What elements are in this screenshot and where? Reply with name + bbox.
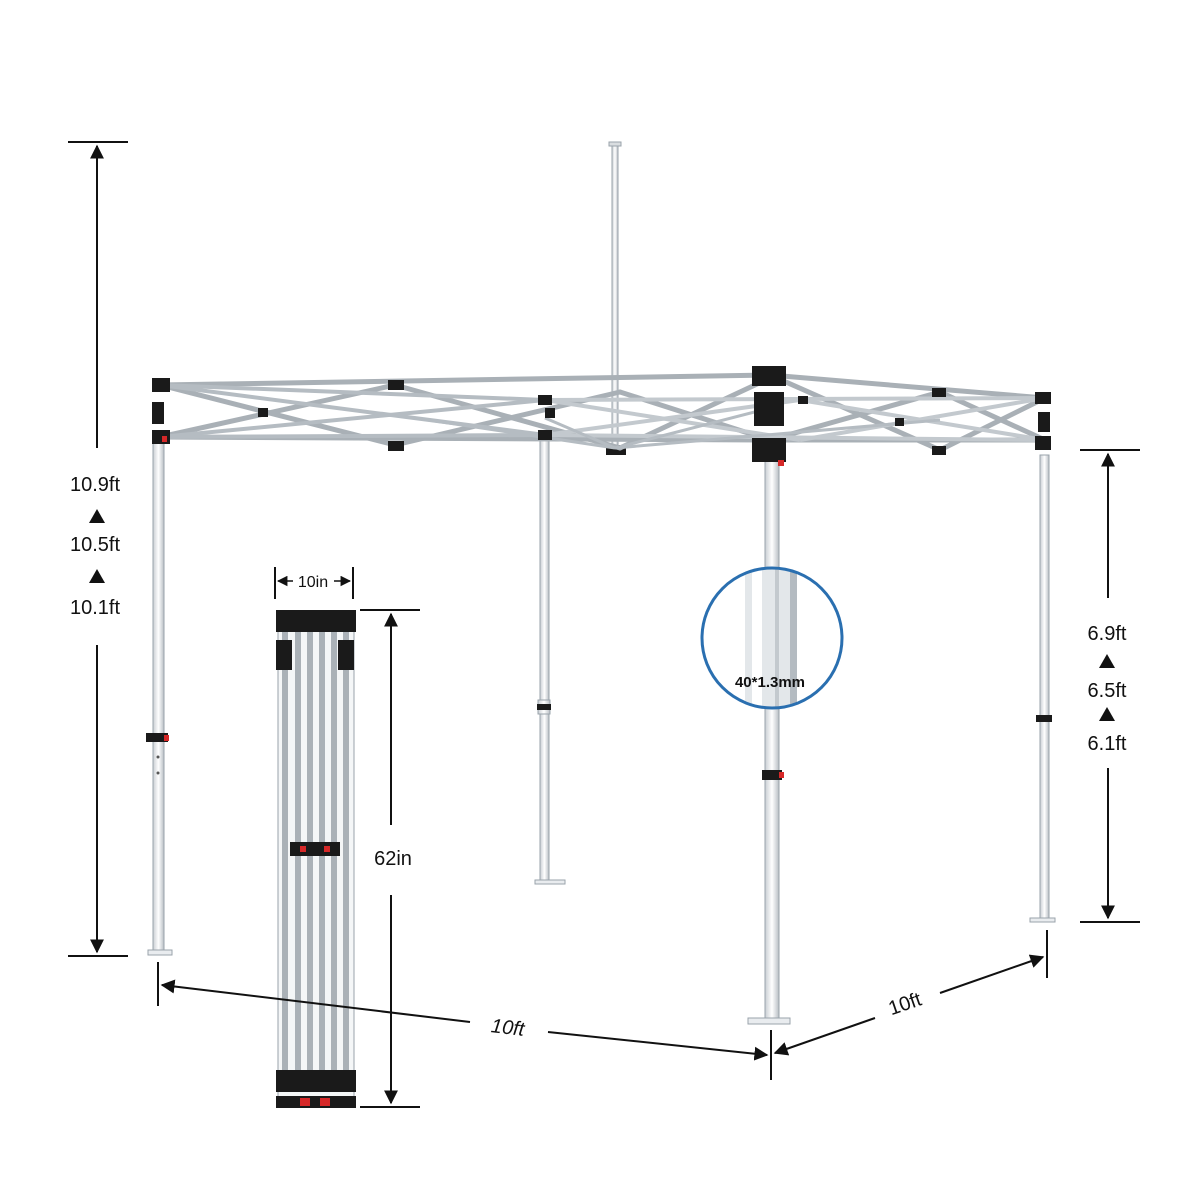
center-spokes bbox=[394, 406, 941, 450]
up-triangle-icon bbox=[89, 509, 105, 523]
up-triangle-icon bbox=[1099, 707, 1115, 721]
up-triangle-icon bbox=[89, 569, 105, 583]
footprint-width-dimension: 10ft bbox=[773, 930, 1048, 1056]
leg-back-right bbox=[1029, 454, 1056, 923]
truss-back bbox=[544, 396, 1046, 442]
leg-height-mid-label: 6.5ft bbox=[1088, 680, 1127, 702]
leg-spec-label: 40*1.3mm bbox=[735, 674, 805, 691]
footprint-length-dimension: 10ft bbox=[157, 962, 772, 1080]
leg-back-left bbox=[534, 439, 566, 885]
callout-ring bbox=[700, 566, 844, 710]
folded-width-label: 10in bbox=[298, 574, 328, 591]
folded-height-label: 62in bbox=[374, 848, 412, 870]
frame-connectors bbox=[152, 366, 1051, 466]
folded-frame bbox=[276, 610, 356, 1108]
footprint-length-label: 10ft bbox=[490, 1015, 527, 1041]
folded-width-dimension: 10in bbox=[274, 567, 354, 599]
overall-height-min-label: 10.1ft bbox=[70, 597, 120, 619]
overall-height-dimension: 10.9ft 10.5ft 10.1ft bbox=[68, 141, 128, 957]
overall-height-mid-label: 10.5ft bbox=[70, 534, 120, 556]
leg-height-dimension: 6.9ft 6.5ft 6.1ft bbox=[1080, 449, 1140, 923]
footprint-width-label: 10ft bbox=[886, 988, 925, 1020]
leg-front-left bbox=[146, 439, 173, 956]
leg-front-right bbox=[747, 459, 791, 1025]
overall-height-max-label: 10.9ft bbox=[70, 474, 120, 496]
leg-spec-callout: 40*1.3mm bbox=[700, 566, 844, 710]
folded-height-dimension: 62in bbox=[360, 609, 420, 1108]
leg-height-max-label: 6.9ft bbox=[1088, 623, 1127, 645]
leg-height-min-label: 6.1ft bbox=[1088, 733, 1127, 755]
up-triangle-icon bbox=[1099, 654, 1115, 668]
